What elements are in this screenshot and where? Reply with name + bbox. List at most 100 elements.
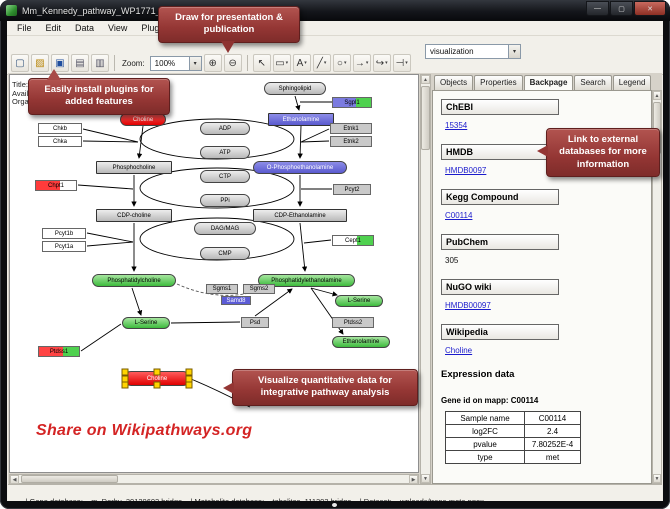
pathway-node-sgms1[interactable]: Sgms1: [206, 284, 238, 294]
new-file-icon[interactable]: ▢: [11, 54, 29, 72]
pathway-node-sphingolipid[interactable]: Sphingolipid: [264, 82, 326, 95]
connector-tool-icon[interactable]: ↪▾: [372, 54, 391, 72]
pathway-node-cept1[interactable]: Cept1: [332, 235, 374, 246]
pathway-node-chpt1[interactable]: Chpt1: [35, 180, 77, 191]
pathway-node-ptdss1[interactable]: Ptdss1: [38, 346, 80, 357]
scroll-right-icon[interactable]: ▶: [409, 475, 418, 484]
pathway-node-l-serine[interactable]: L-Serine: [335, 295, 383, 307]
tab-objects[interactable]: Objects: [434, 75, 474, 90]
pathway-node-phosphatidylethanolamine[interactable]: Phosphatidylethanolamine: [258, 274, 355, 287]
menu-item-view[interactable]: View: [108, 23, 128, 33]
mim-tool-icon[interactable]: ⊣▾: [392, 54, 411, 72]
pathway-node-cdp-ethanolamine[interactable]: CDP-Ethanolamine: [253, 209, 347, 222]
shape-tool-icon[interactable]: ○▾: [332, 54, 351, 72]
tab-backpage[interactable]: Backpage: [523, 75, 574, 90]
canvas-vertical-scrollbar[interactable]: ▲ ▼: [420, 74, 431, 484]
pathway-node-sgpl1[interactable]: Sgpl1: [332, 97, 372, 108]
zoom-in-icon[interactable]: ⊕: [203, 54, 222, 72]
pathway-node-phosphatidylcholine[interactable]: Phosphatidylcholine: [92, 274, 176, 287]
pathway-node-dag-mag[interactable]: DAG/MAG: [194, 222, 256, 235]
selection-handle[interactable]: [121, 381, 129, 389]
menu-item-file[interactable]: File: [17, 23, 32, 33]
hscroll-track[interactable]: [19, 475, 409, 483]
backpage-section-value[interactable]: C00114: [445, 211, 473, 220]
backpage-section-value[interactable]: HMDB0097: [445, 166, 487, 175]
vscroll-track[interactable]: [421, 84, 430, 474]
pathway-node-etnk1[interactable]: Etnk1: [330, 123, 372, 134]
scroll-up-icon[interactable]: ▲: [421, 75, 430, 84]
menu-item-edit[interactable]: Edit: [45, 23, 62, 33]
pathway-node-psd[interactable]: Psd: [241, 317, 269, 328]
pathway-node-ppi[interactable]: PPi: [200, 194, 250, 207]
backpage-section-value[interactable]: 15354: [445, 121, 468, 130]
scroll-left-icon[interactable]: ◀: [10, 475, 19, 484]
backpage-section-header: ChEBI: [441, 99, 559, 115]
paste-icon[interactable]: ▥: [91, 54, 109, 72]
pathway-node-ethanolamine[interactable]: Ethanolamine: [332, 336, 390, 348]
menu-item-plugins[interactable]: Plugins: [141, 23, 171, 33]
pathway-node-pcyt1b[interactable]: Pcyt1b: [42, 228, 86, 239]
pathway-node-chkb[interactable]: Chkb: [38, 123, 82, 134]
zoom-out-icon[interactable]: ⊖: [223, 54, 242, 72]
pathway-node-etnk2[interactable]: Etnk2: [330, 136, 372, 147]
selection-handle[interactable]: [153, 381, 161, 389]
node-label: Sgms1: [212, 286, 232, 292]
pathway-node-ptdss2[interactable]: Ptdss2: [332, 317, 374, 328]
pathway-node-l-serine[interactable]: L-Serine: [122, 317, 170, 329]
scroll-down-icon[interactable]: ▼: [653, 474, 661, 483]
left-panel-label: Organ: [12, 98, 33, 106]
visualization-select[interactable]: visualization ▾: [425, 44, 521, 59]
selection-handle[interactable]: [153, 368, 161, 376]
pathway-node-phosphocholine[interactable]: Phosphocholine: [96, 161, 172, 174]
pathway-node-adp[interactable]: ADP: [200, 122, 250, 135]
zoom-select[interactable]: 100%▾: [149, 55, 202, 71]
toolbar-items: ▢▨▣▤▥Zoom:100%▾⊕⊖↖▭▾A▾╱▾○▾→▾↪▾⊣▾: [11, 54, 411, 72]
window-controls: — ▢ ✕: [586, 1, 666, 16]
pathway-node-pcyt2[interactable]: Pcyt2: [333, 184, 371, 195]
close-button[interactable]: ✕: [634, 1, 666, 16]
pathway-node-ctp[interactable]: CTP: [200, 170, 250, 183]
title-bar: Mm_Kennedy_pathway_WP1771_45176.gpml — ▢…: [0, 0, 670, 21]
dropdown-arrow-icon[interactable]: ▾: [508, 45, 520, 58]
scroll-up-icon[interactable]: ▲: [653, 91, 661, 100]
label-tool-icon[interactable]: A▾: [292, 54, 311, 72]
pathway-node-choline[interactable]: Choline: [120, 113, 166, 126]
selection-handle[interactable]: [185, 381, 193, 389]
backpage-section-value[interactable]: HMDB00097: [445, 301, 491, 310]
pathway-node-o-phosphoethanolamine[interactable]: O-Phosphoethanolamine: [253, 161, 347, 174]
scroll-down-icon[interactable]: ▼: [421, 474, 430, 483]
node-label: Ethanolamine: [342, 339, 380, 345]
pathway-node-choline[interactable]: Choline: [121, 368, 193, 389]
canvas-horizontal-scrollbar[interactable]: ◀ ▶: [9, 474, 419, 484]
open-folder-icon[interactable]: ▨: [31, 54, 49, 72]
pathway-node-ethanolamine[interactable]: Ethanolamine: [268, 113, 334, 126]
select-tool-icon[interactable]: ↖: [252, 54, 271, 72]
line-tool-icon[interactable]: ╱▾: [312, 54, 331, 72]
hscroll-thumb[interactable]: [21, 475, 118, 483]
pathway-node-sgms2[interactable]: Sgms2: [243, 284, 275, 294]
backpage-section-value[interactable]: Choline: [445, 346, 473, 355]
tab-legend[interactable]: Legend: [612, 75, 652, 90]
dropdown-caret-icon: ▾: [304, 60, 307, 66]
tab-search[interactable]: Search: [574, 75, 612, 90]
node-label: Choline: [132, 116, 154, 123]
menu-item-data[interactable]: Data: [75, 23, 95, 33]
maximize-button[interactable]: ▢: [610, 1, 633, 16]
copy-icon[interactable]: ▤: [71, 54, 89, 72]
pathway-node-chka[interactable]: Chka: [38, 136, 82, 147]
table-cell: pvalue: [446, 438, 525, 451]
pathway-node-cmp[interactable]: CMP: [200, 247, 250, 260]
arrow-tool-icon[interactable]: →▾: [352, 54, 371, 72]
vscroll-thumb[interactable]: [421, 86, 430, 150]
minimize-button[interactable]: —: [586, 1, 609, 16]
pathway-node-samd8[interactable]: Samd8: [221, 296, 251, 305]
pathway-node-atp[interactable]: ATP: [200, 146, 250, 159]
datanode-tool-icon[interactable]: ▭▾: [272, 54, 291, 72]
pathway-node-pcyt1a[interactable]: Pcyt1a: [42, 241, 86, 252]
pathway-node-cdp-choline[interactable]: CDP-choline: [96, 209, 172, 222]
node-label: Etnk1: [343, 125, 359, 132]
tab-properties[interactable]: Properties: [474, 75, 523, 90]
dropdown-arrow-icon[interactable]: ▾: [188, 56, 201, 70]
